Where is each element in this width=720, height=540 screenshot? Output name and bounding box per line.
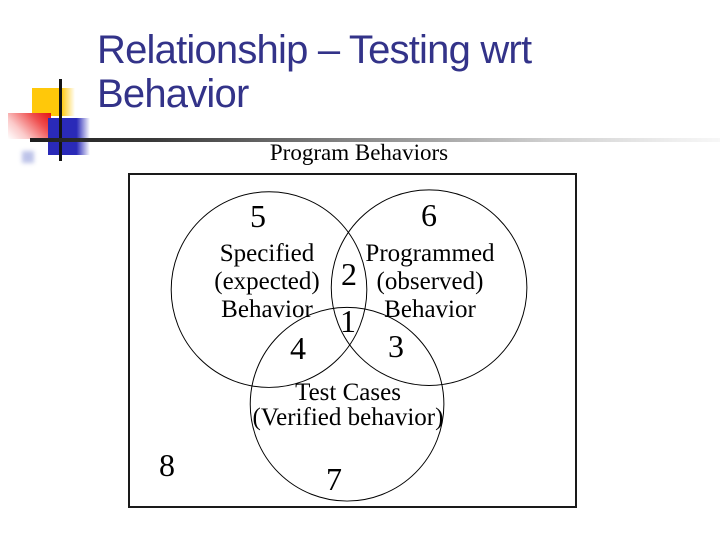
decor-vertical-line	[59, 79, 62, 161]
decor-fade-square	[22, 151, 34, 163]
programmed-label-line-2: (observed)	[376, 268, 484, 295]
region-number-6: 6	[421, 197, 437, 233]
test-cases-label-line-2: (Verified behavior)	[252, 404, 444, 431]
slide-title-line-1: Relationship – Testing wrt	[97, 28, 532, 72]
region-number-5: 5	[250, 198, 266, 234]
programmed-label-line-3: Behavior	[384, 296, 476, 323]
program-behaviors-box	[128, 173, 577, 508]
region-number-2: 2	[341, 256, 357, 292]
region-number-8: 8	[159, 447, 175, 483]
test-cases-circle	[249, 306, 445, 502]
decor-blue-square	[48, 118, 90, 155]
specified-behavior-circle	[170, 191, 368, 388]
programmed-behavior-circle	[330, 189, 528, 386]
venn-diagram	[170, 189, 528, 502]
decor-red-square	[8, 113, 51, 139]
region-number-3: 3	[388, 328, 404, 364]
diagram-caption: Program Behaviors	[269, 140, 449, 165]
programmed-label-line-1: Programmed	[365, 240, 495, 267]
decor-yellow-square	[32, 88, 75, 116]
region-number-1: 1	[340, 303, 356, 339]
region-number-4: 4	[290, 330, 306, 366]
slide-title: Relationship – Testing wrt Behavior	[97, 28, 532, 116]
programmed-behavior-label: Programmed (observed) Behavior	[320, 240, 540, 324]
specified-label-line-1: Specified	[219, 240, 315, 267]
specified-label-line-3: Behavior	[221, 296, 313, 323]
title-divider-rule	[30, 138, 720, 142]
region-number-7: 7	[326, 461, 342, 497]
specified-behavior-label: Specified (expected) Behavior	[157, 240, 377, 324]
specified-label-line-2: (expected)	[214, 268, 320, 295]
slide-title-line-2: Behavior	[97, 72, 249, 116]
test-cases-label-line-1: Test Cases	[295, 379, 401, 406]
test-cases-label: Test Cases (Verified behavior)	[238, 380, 458, 430]
